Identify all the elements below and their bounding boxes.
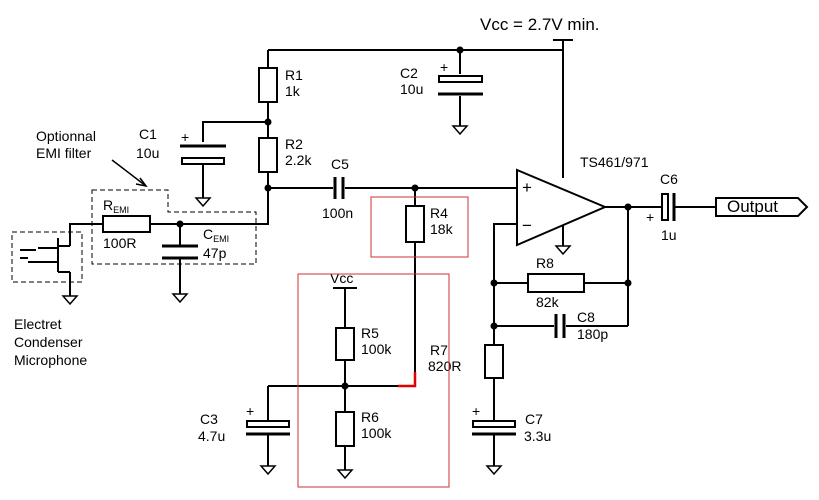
r6-value: 100k <box>361 425 392 441</box>
r4-name: R4 <box>430 205 448 221</box>
ground-c1 <box>194 197 212 208</box>
c2-name: C2 <box>400 65 418 81</box>
wires <box>69 40 716 470</box>
junction-dots <box>176 46 632 390</box>
mic-label-line2: Condenser <box>14 334 83 350</box>
svg-text:+: + <box>181 129 189 145</box>
capacitor-c2: + <box>438 59 483 96</box>
capacitor-c5 <box>333 177 345 199</box>
c7-value: 3.3u <box>524 428 551 444</box>
capacitor-c1: + <box>180 129 226 165</box>
r2-name: R2 <box>285 136 303 152</box>
opamp-triangle: + − <box>516 168 608 247</box>
emi-dashed-box <box>91 189 257 265</box>
svg-text:+: + <box>246 403 254 419</box>
svg-text:+: + <box>522 178 532 197</box>
resistor-r7 <box>484 344 504 379</box>
r2-value: 2.2k <box>285 152 312 168</box>
output-connector: Output <box>715 197 809 217</box>
opamp-name: TS461/971 <box>580 154 649 170</box>
output-label: Output <box>727 197 778 216</box>
c8-name: C8 <box>577 309 595 325</box>
ground-c7 <box>485 465 503 476</box>
emi-filter-label-line1: Optionnal <box>36 128 96 144</box>
highlight-box-r4 <box>370 196 469 258</box>
r6-name: R6 <box>361 409 379 425</box>
c1-name: C1 <box>139 126 157 142</box>
capacitor-c3: + <box>246 403 290 436</box>
c5-name: C5 <box>331 156 349 172</box>
vcc-local-symbol: Vcc <box>330 270 357 289</box>
capacitor-cemi <box>162 244 198 260</box>
emi-pointer-line <box>111 159 147 187</box>
r1-value: 1k <box>285 83 301 99</box>
r5-name: R5 <box>361 325 379 341</box>
resistor-r6 <box>335 411 355 447</box>
resistor-r1 <box>258 67 278 103</box>
c7-name: C7 <box>525 411 543 427</box>
svg-text:−: − <box>522 216 532 235</box>
r7-value: 820R <box>428 358 461 374</box>
r1-name: R1 <box>285 67 303 83</box>
cemi-name: CEMI <box>203 226 229 244</box>
remi-value: 100R <box>103 235 136 251</box>
vcc-supply-label: Vcc = 2.7V min. <box>480 15 600 41</box>
highlight-red-wire <box>398 372 417 388</box>
mic-label-line1: Electret <box>14 316 62 332</box>
c5-value: 100n <box>322 205 353 221</box>
resistor-remi <box>102 215 151 233</box>
emi-pointer-arrowhead <box>135 177 148 188</box>
r7-name: R7 <box>430 342 448 358</box>
svg-text:+: + <box>472 403 480 419</box>
resistor-r8 <box>527 273 585 293</box>
microphone-symbol <box>20 238 70 273</box>
r4-value: 18k <box>430 221 454 237</box>
svg-text:+: + <box>646 209 654 225</box>
ground-mic <box>61 295 79 306</box>
resistor-r5 <box>335 327 355 361</box>
vcc-local-label: Vcc <box>330 270 353 286</box>
c3-name: C3 <box>200 411 218 427</box>
c3-value: 4.7u <box>198 428 225 444</box>
remi-name: REMI <box>103 197 129 215</box>
c1-value: 10u <box>136 145 159 161</box>
ground-c3 <box>259 465 277 476</box>
resistor-r4 <box>405 205 425 243</box>
cemi-value: 47p <box>203 245 227 261</box>
ground-opamp <box>554 245 572 256</box>
ground-cemi <box>171 293 189 304</box>
r8-name: R8 <box>536 255 554 271</box>
c6-value: 1u <box>661 227 677 243</box>
c2-value: 10u <box>400 81 423 97</box>
ground-r6 <box>336 469 354 480</box>
emi-filter-label-line2: EMI filter <box>36 145 92 161</box>
r8-value: 82k <box>536 294 560 310</box>
mic-dashed-box <box>11 231 83 283</box>
c8-value: 180p <box>577 326 608 342</box>
capacitor-c7: + <box>472 403 516 436</box>
vcc-supply-text: Vcc = 2.7V min. <box>480 15 600 34</box>
c6-name: C6 <box>660 171 678 187</box>
svg-text:+: + <box>440 59 448 75</box>
capacitor-c6: + <box>646 193 676 225</box>
capacitor-c8 <box>554 314 566 338</box>
ground-c2 <box>451 125 469 136</box>
r5-value: 100k <box>361 341 392 357</box>
resistor-r2 <box>258 137 278 173</box>
mic-label-line3: Microphone <box>14 352 87 368</box>
ground-symbols <box>61 125 572 480</box>
highlight-box-bias <box>297 273 450 488</box>
